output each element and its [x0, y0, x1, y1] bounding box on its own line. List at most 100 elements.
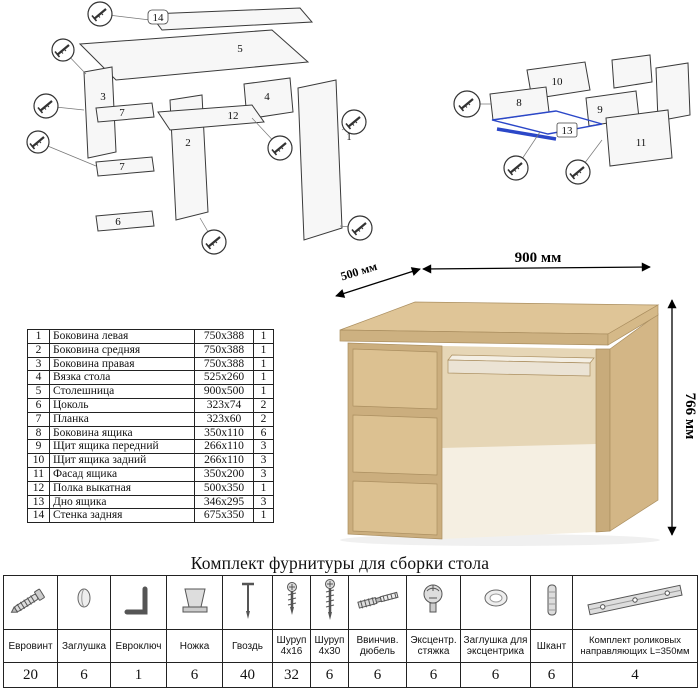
part-size: 750x388	[194, 329, 254, 344]
hardware-name: Комплект роликовых направляющих L=350мм	[572, 629, 698, 663]
hardware-name: Гвоздь	[222, 629, 273, 663]
part-num: 5	[27, 384, 50, 399]
part-num: 10	[27, 453, 50, 468]
desktop-right-edge	[607, 304, 659, 346]
hardware-icons-row	[3, 575, 698, 630]
part-size: 750x388	[194, 356, 254, 372]
dim-height-label: 766 мм	[682, 393, 698, 440]
part-name: Щит ящика задний	[49, 453, 195, 468]
hardware-qty: 6	[166, 662, 223, 688]
hardware-qty: 6	[530, 662, 573, 688]
right-panel-outer-face	[609, 313, 659, 532]
hardware-qty: 6	[57, 662, 111, 688]
part-num: 13	[27, 494, 50, 510]
dimension-arrows	[335, 262, 677, 536]
plinth-6	[95, 210, 155, 232]
drawer-facade-11	[605, 109, 673, 167]
hardware-table: Евровинт Заглушка Евроключ Ножка Гвоздь …	[3, 575, 698, 688]
part-label-7a: 7	[119, 107, 125, 119]
confirmat-screw-icon	[3, 575, 58, 630]
hardware-qty: 6	[460, 662, 531, 688]
hardware-name: Евроключ	[110, 629, 167, 663]
drawer-front-2	[352, 414, 438, 476]
part-name: Столешница	[49, 384, 195, 399]
slat-7b	[95, 156, 155, 177]
part-name: Полка выкатная	[49, 480, 195, 496]
panel-back-wall-14	[149, 7, 314, 31]
part-size: 266x110	[194, 439, 254, 455]
part-qty: 3	[253, 439, 274, 455]
hardware-name: Шуруп 4x30	[310, 629, 349, 663]
part-label-8: 8	[516, 97, 522, 109]
part-num: 12	[27, 480, 50, 496]
part-qty: 1	[253, 480, 274, 496]
part-qty: 3	[253, 453, 274, 468]
hardware-name: Евровинт	[3, 629, 58, 663]
part-qty: 1	[253, 356, 274, 372]
hardware-qty: 6	[310, 662, 349, 688]
part-name: Фасад ящика	[49, 466, 195, 482]
desktop-top	[339, 301, 660, 335]
part-qty: 1	[253, 384, 274, 399]
hardware-qty: 6	[348, 662, 407, 688]
exploded-view-drawer	[489, 54, 691, 167]
hardware-name: Шкант	[530, 629, 573, 663]
desk-render: 900 мм 500 мм 766 мм	[320, 248, 700, 553]
part-label-12: 12	[228, 110, 239, 122]
part-qty: 3	[253, 494, 274, 510]
drawer-bottom-13-highlight	[491, 110, 603, 141]
part-label-9: 9	[597, 104, 603, 116]
nail-icon	[222, 575, 273, 630]
part-qty: 2	[253, 411, 274, 427]
part-size: 675x350	[194, 508, 254, 524]
part-num: 14	[27, 508, 50, 524]
part-label-1: 1	[346, 131, 352, 143]
part-size: 323x60	[194, 411, 254, 427]
part-label-14: 14	[153, 12, 165, 24]
hex-key-icon	[110, 575, 167, 630]
part-name: Дно ящика	[49, 494, 195, 510]
desk-body	[339, 301, 660, 546]
hardware-name: Заглушка для эксцентрика	[460, 629, 531, 663]
hardware-name: Ножка	[166, 629, 223, 663]
dim-depth-label: 500 мм	[339, 259, 379, 283]
part-label-13: 13	[562, 125, 574, 137]
part-size: 266x110	[194, 453, 254, 468]
part-qty: 1	[253, 342, 274, 358]
drawer-right-panel	[655, 62, 691, 122]
hardware-qty: 32	[272, 662, 311, 688]
part-size: 900x500	[194, 384, 254, 399]
width-arrow	[422, 262, 651, 274]
cap-icon	[57, 575, 111, 630]
part-name: Боковина левая	[49, 329, 195, 344]
hardware-qty: 6	[406, 662, 461, 688]
part-num: 3	[27, 356, 50, 372]
hardware-qty: 4	[572, 662, 698, 688]
hardware-names-row: Евровинт Заглушка Евроключ Ножка Гвоздь …	[3, 629, 698, 663]
dowel-icon	[530, 575, 573, 630]
part-qty: 3	[253, 466, 274, 482]
keyboard-tray-front	[447, 359, 591, 377]
part-num: 9	[27, 439, 50, 455]
part-name: Боковина правая	[49, 356, 195, 372]
panel-side-1	[297, 79, 343, 241]
part-name: Боковина средняя	[49, 342, 195, 358]
leg-icon	[166, 575, 223, 630]
screw-in-dowel-icon	[348, 575, 407, 630]
part-name: Щит ящика передний	[49, 439, 195, 455]
part-label-10: 10	[552, 76, 564, 88]
shelf-12	[157, 104, 265, 131]
part-num: 6	[27, 397, 50, 413]
